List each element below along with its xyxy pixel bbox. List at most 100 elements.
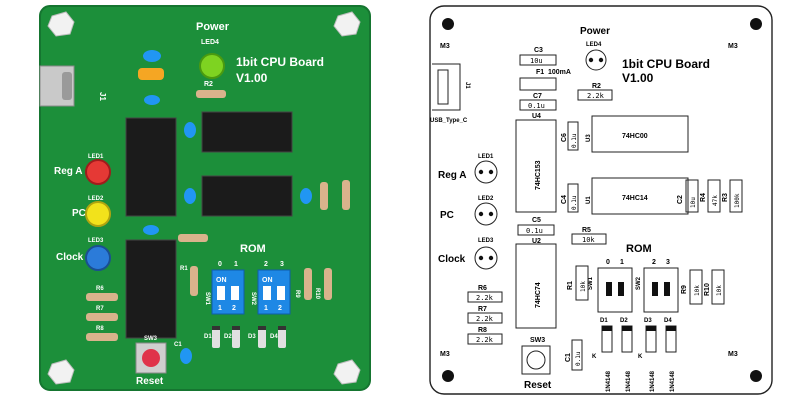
pcb-d4-label: D4: [270, 334, 278, 340]
drawing-r8-value: 2.2k: [476, 336, 494, 344]
drawing-sw3-label: SW3: [530, 337, 545, 344]
drawing-r4-value: 47k: [712, 195, 719, 206]
pcb-rom-bit-2: 2: [264, 261, 268, 268]
pcb-resistor-r3: [342, 180, 350, 210]
drawing-sw1-label: SW1: [588, 276, 594, 290]
drawing-r5-value: 10k: [582, 236, 595, 244]
pcb-rom-label: ROM: [240, 243, 266, 255]
pcb-sw3-label: SW3: [144, 336, 158, 342]
drawing-d4-part: 1N4148: [670, 370, 676, 392]
drawing-r10-footprint: [711, 269, 725, 305]
drawing-c5-label: C5: [532, 217, 541, 224]
drawing-u4-label: U4: [532, 113, 541, 120]
drawing-c1-value: 0.1u: [575, 351, 582, 366]
drawing-u1-label: U1: [586, 196, 592, 204]
drawing-title-line2: V1.00: [622, 71, 654, 85]
pcb-power-label: Power: [196, 21, 230, 33]
drawing-r3-footprint: [729, 179, 743, 213]
pcb-reset-button: [142, 349, 160, 367]
drawing-f1-footprint: [519, 77, 557, 91]
drawing-c6-footprint: [567, 121, 579, 151]
pcb-d2-label: D2: [224, 334, 232, 340]
drawing-led3-label: LED3: [478, 238, 494, 244]
pcb-sw2-1: 1: [264, 305, 268, 312]
drawing-c3-label: C3: [534, 47, 543, 54]
pcb-drawing: M3 M3 M3 M3 J1 USB_Type_C C3 10u F1 100m…: [400, 0, 800, 400]
pcb-resistor-r5: [178, 234, 208, 242]
drawing-f1-label: F1: [536, 69, 544, 76]
drawing-power-led: [585, 49, 607, 71]
drawing-u3-footprint: [591, 115, 689, 153]
pcb-resistor-r2: [196, 90, 226, 98]
drawing-m3-br: M3: [728, 351, 738, 358]
drawing-usb-footprint: [432, 63, 461, 111]
drawing-c7-footprint: [519, 99, 557, 111]
drawing-clock-label: Clock: [438, 254, 466, 265]
drawing-c2-value: 10u: [690, 197, 697, 208]
drawing-r1-value: 10k: [580, 281, 587, 292]
drawing-d1-part: 1N4148: [606, 370, 612, 392]
drawing-hole-tr: [750, 18, 762, 30]
drawing-c2-label: C2: [677, 195, 684, 204]
drawing-r9-footprint: [689, 269, 703, 305]
pcb-cap-c7: [144, 95, 160, 105]
pcb-led-pc: [85, 201, 111, 227]
pcb-ic-74hc74: [125, 239, 177, 339]
standoff-top-left: [47, 11, 75, 37]
drawing-r5-footprint: [571, 233, 607, 245]
drawing-r3-value: 100k: [734, 193, 741, 208]
drawing-power-label: Power: [580, 26, 610, 37]
drawing-m3-bl: M3: [440, 351, 450, 358]
drawing-hole-tl: [442, 18, 454, 30]
drawing-rom-bit-0: 0: [606, 259, 610, 266]
pcb-resistor-r10: [324, 268, 332, 300]
drawing-r6-value: 2.2k: [476, 294, 494, 302]
pcb-resistor-r4: [320, 182, 328, 210]
drawing-d1-label: D1: [600, 318, 608, 324]
pcb-fuse-f1: [138, 68, 164, 80]
drawing-r7-value: 2.2k: [476, 315, 494, 323]
drawing-hole-bl: [442, 370, 454, 382]
drawing-r2-footprint: [577, 89, 613, 101]
drawing-k-label-1: K: [592, 354, 597, 360]
pcb-r9-label: R9: [294, 290, 300, 298]
drawing-c6-label: C6: [561, 133, 568, 142]
pcb-c1-label: C1: [174, 342, 182, 348]
drawing-sw3-footprint: [521, 345, 551, 375]
drawing-r7-footprint: [467, 312, 503, 324]
drawing-r8-label: R8: [478, 327, 487, 334]
drawing-reset-button: [526, 350, 546, 370]
pcb-resistor-r7: [86, 313, 118, 321]
drawing-rom-label: ROM: [626, 243, 652, 255]
pcb-ic-74hc153: [125, 117, 177, 217]
pcb-rom-bit-1: 1: [234, 261, 238, 268]
pcb-dip-switch-sw1: ON 1 2: [211, 269, 245, 315]
pcb-sw1-label: SW1: [204, 292, 210, 306]
pcb-power-led: [199, 53, 225, 79]
pcb-led-rega: [85, 159, 111, 185]
drawing-r2-label: R2: [592, 83, 601, 90]
drawing-d2-label: D2: [620, 318, 628, 324]
pcb-cap-c6: [184, 122, 196, 138]
pcb-cap-c1: [180, 348, 192, 364]
drawing-r10-label: R10: [704, 283, 711, 296]
drawing-c7-label: C7: [533, 93, 542, 100]
drawing-c4-label: C4: [561, 195, 568, 204]
pcb-clock-label: Clock: [56, 252, 84, 263]
drawing-c1-label: C1: [565, 353, 572, 362]
pcb-title-line2: V1.00: [236, 71, 268, 85]
pcb-ic-74hc14: [201, 175, 293, 217]
pcb-resistor-r1: [190, 266, 198, 296]
pcb-diodes: [212, 326, 286, 348]
pcb-cap-c2: [300, 188, 312, 204]
drawing-r4-footprint: [707, 179, 721, 213]
drawing-d4-label: D4: [664, 318, 672, 324]
pcb-led2-label: LED2: [88, 196, 104, 202]
drawing-u2-part: 74HC74: [535, 282, 542, 308]
drawing-m3-tl: M3: [440, 43, 450, 50]
pcb-resistor-r6: [86, 293, 118, 301]
pcb-r7-label: R7: [96, 306, 104, 312]
drawing-rom-bit-3: 3: [666, 259, 670, 266]
drawing-c7-value: 0.1u: [528, 102, 545, 110]
drawing-led1-label: LED1: [478, 154, 494, 160]
